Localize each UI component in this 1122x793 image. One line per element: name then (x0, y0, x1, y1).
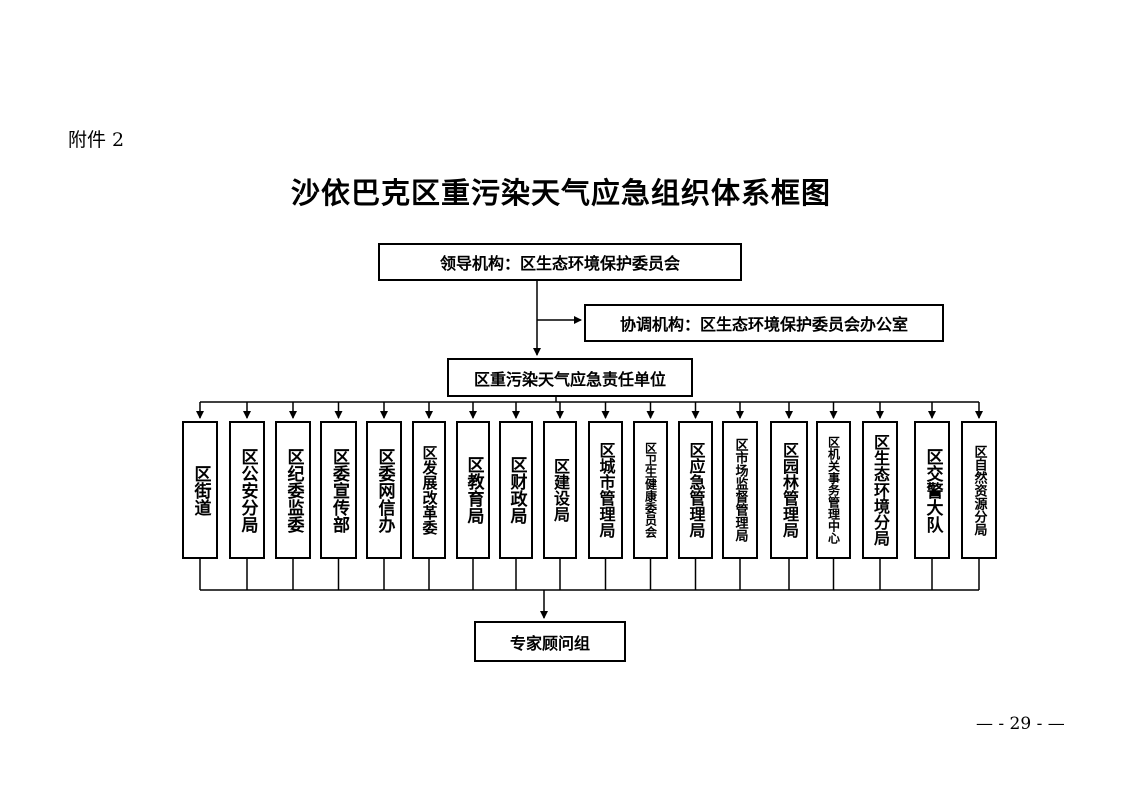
unit-box: 区自然资源分局 (961, 421, 997, 559)
unit-box: 区应急管理局 (678, 421, 713, 559)
unit-box: 区街道 (182, 421, 218, 559)
unit-box: 区建设局 (543, 421, 577, 559)
responsible-units-box: 区重污染天气应急责任单位 (447, 358, 693, 397)
leader-box: 领导机构：区生态环境保护委员会 (378, 243, 742, 281)
unit-label: 区市场监督管理局 (732, 438, 748, 542)
unit-label: 区机关事务管理中心 (826, 436, 841, 544)
responsible-text: 区重污染天气应急责任单位 (473, 369, 666, 389)
unit-box: 区委宣传部 (320, 421, 357, 559)
page-number: — - 29 - — (976, 714, 1065, 734)
unit-label: 区生态环境分局 (871, 434, 890, 546)
unit-box: 区交警大队 (914, 421, 950, 559)
unit-label: 区卫生健康委员会 (643, 442, 658, 538)
unit-label: 区建设局 (551, 458, 570, 522)
unit-label: 区公安分局 (237, 447, 258, 533)
unit-box: 区纪委监委 (275, 421, 311, 559)
unit-box: 区机关事务管理中心 (816, 421, 851, 559)
unit-box: 区财政局 (499, 421, 533, 559)
unit-box: 区市场监督管理局 (722, 421, 758, 559)
leader-text: 领导机构：区生态环境保护委员会 (439, 254, 680, 273)
coordinator-box: 协调机构：区生态环境保护委员会办公室 (584, 304, 944, 342)
unit-label: 区自然资源分局 (971, 444, 987, 536)
unit-box: 区卫生健康委员会 (633, 421, 668, 559)
unit-box: 区城市管理局 (588, 421, 623, 559)
unit-label: 区财政局 (506, 456, 527, 524)
unit-label: 区城市管理局 (596, 442, 616, 538)
diagram-title: 沙依巴克区重污染天气应急组织体系框图 (290, 176, 831, 210)
unit-label: 区发展改革委 (420, 445, 439, 535)
unit-box: 区发展改革委 (412, 421, 446, 559)
expert-group-box: 专家顾问组 (474, 621, 626, 662)
unit-box: 区公安分局 (229, 421, 265, 559)
attachment-label: 附件 2 (68, 129, 125, 151)
unit-box: 区委网信办 (366, 421, 402, 559)
unit-label: 区街道 (190, 464, 211, 516)
coordinator-text: 协调机构：区生态环境保护委员会办公室 (619, 315, 908, 334)
unit-label: 区应急管理局 (686, 442, 706, 538)
unit-label: 区委网信办 (374, 447, 395, 533)
unit-label: 区交警大队 (922, 447, 943, 533)
unit-box: 区园林管理局 (770, 421, 808, 559)
expert-text: 专家顾问组 (509, 633, 590, 653)
unit-label: 区教育局 (463, 456, 484, 524)
unit-label: 区纪委监委 (283, 447, 304, 533)
unit-box: 区教育局 (456, 421, 490, 559)
unit-label: 区委宣传部 (329, 447, 349, 533)
unit-label: 区园林管理局 (780, 442, 799, 538)
unit-box: 区生态环境分局 (862, 421, 898, 559)
